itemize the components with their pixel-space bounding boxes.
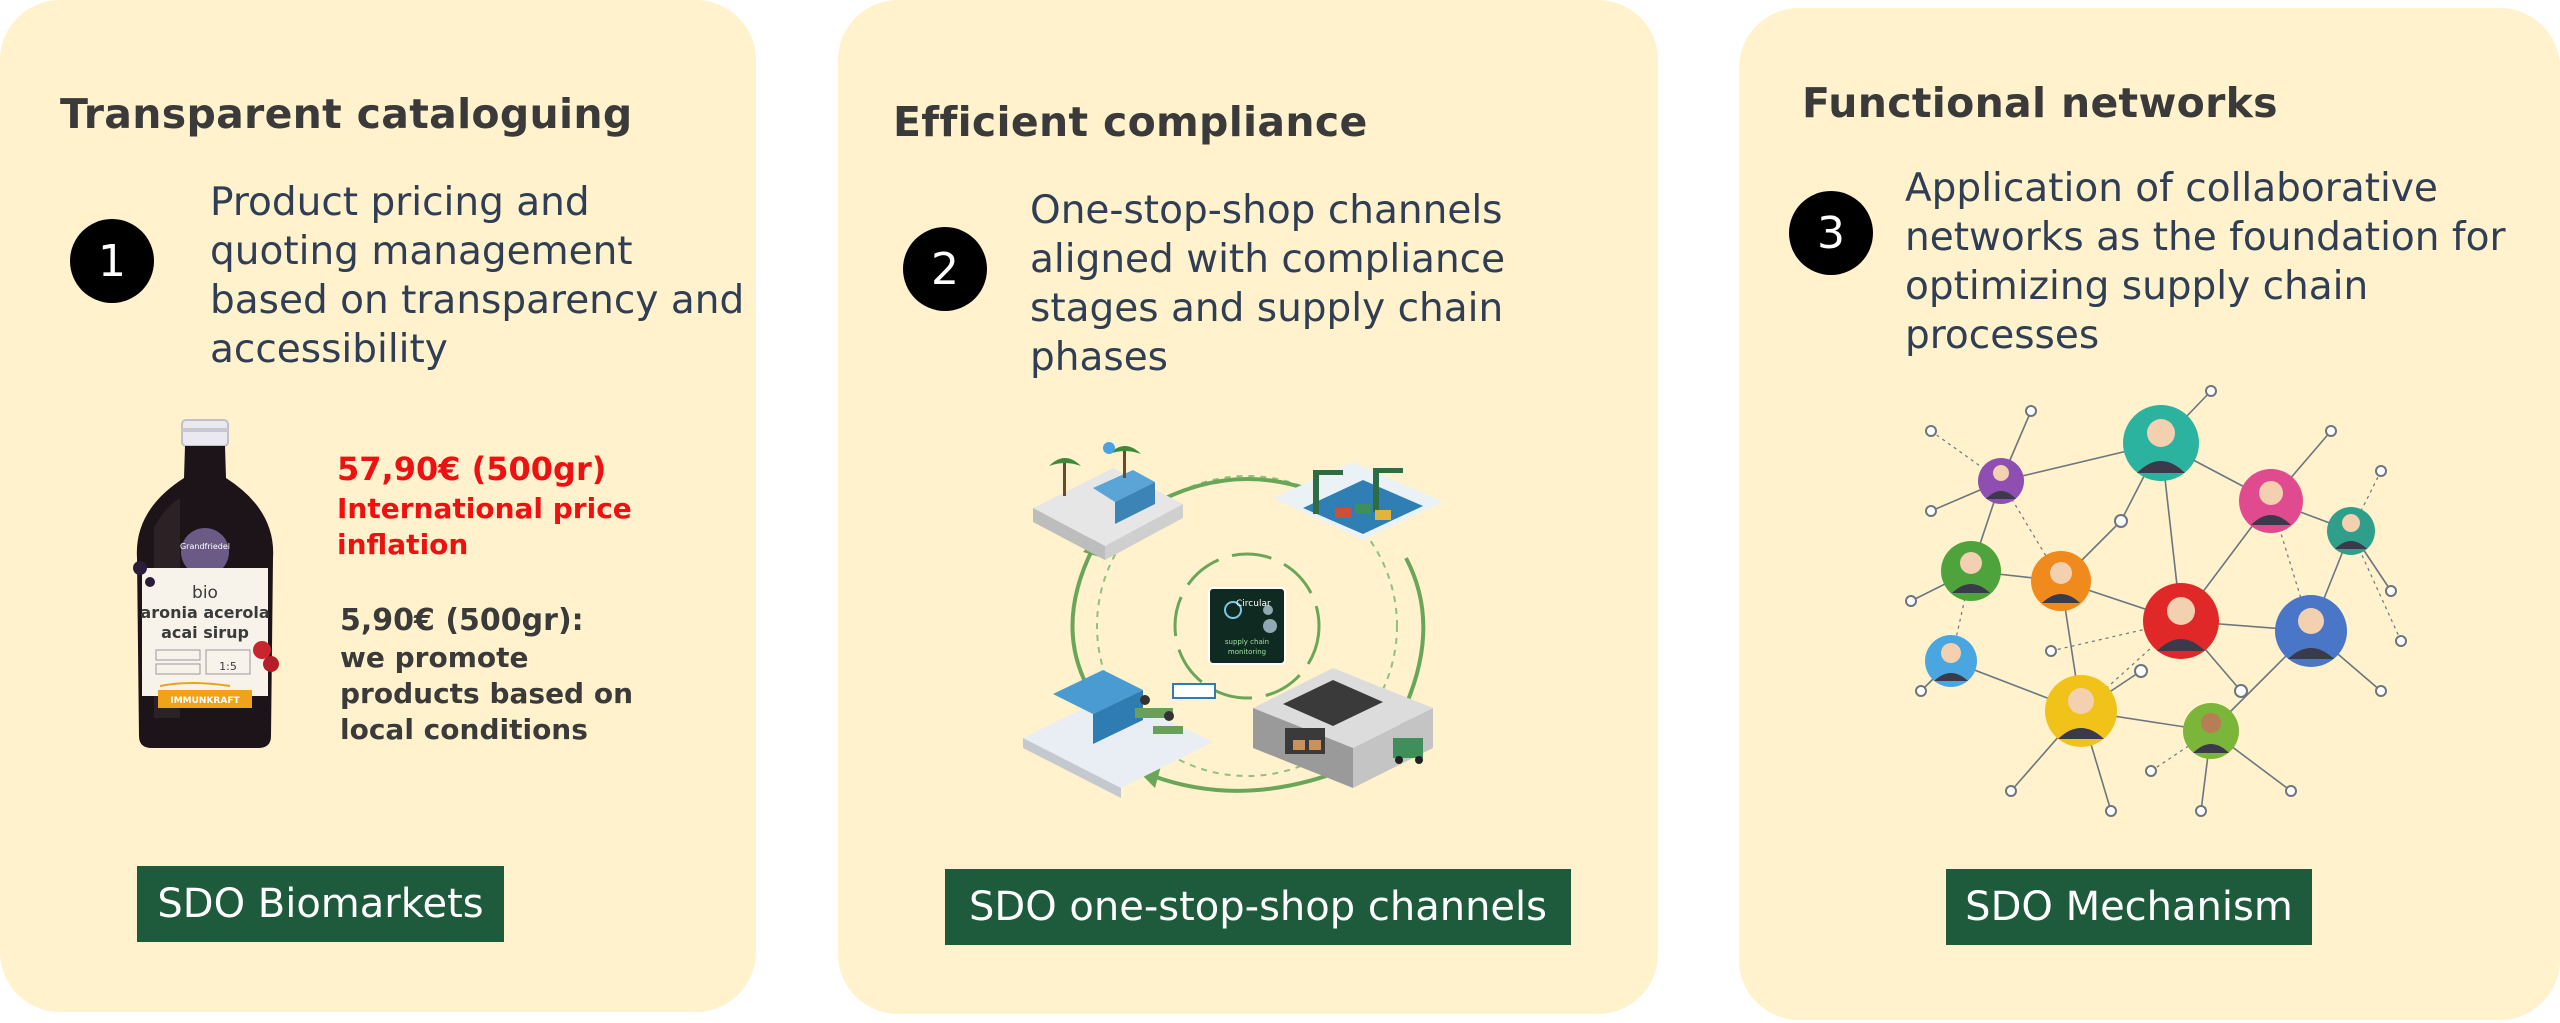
- international-price: 57,90€ (500gr): [337, 450, 607, 488]
- person-node: [2143, 583, 2219, 659]
- sdo-biomarkets-button[interactable]: SDO Biomarkets: [137, 866, 504, 942]
- badge-line1: Circular: [1236, 599, 1271, 609]
- bottle-brand-text: Grandfriedel: [180, 542, 230, 551]
- card-description: One-stop-shop channels aligned with comp…: [1030, 188, 1506, 380]
- bottle-band-text: IMMUNKRAFT: [170, 696, 240, 706]
- bottle-ratio-text: 1:5: [219, 660, 237, 673]
- sdo-mechanism-button[interactable]: SDO Mechanism: [1946, 869, 2312, 945]
- collaborative-network-illustration: [1905, 385, 2407, 817]
- card-description: Product pricing and quoting management b…: [210, 180, 745, 372]
- person-node: [2123, 405, 2199, 481]
- person-node: [2183, 703, 2239, 759]
- syrup-bottle-image: Grandfriedel bio aronia acerola acai sir…: [133, 419, 279, 748]
- bottle-product-line1: aronia acerola: [140, 603, 269, 622]
- supply-chain-cycle-illustration: Circular supply chain monitoring: [1023, 442, 1443, 798]
- person-node: [1978, 458, 2024, 504]
- person-node: [1925, 635, 1977, 687]
- local-price: 5,90€ (500gr):: [340, 603, 584, 638]
- card-transparent-cataloguing: Transparent cataloguing 1 Product pricin…: [0, 0, 756, 1012]
- person-node: [2327, 507, 2375, 555]
- card-title: Transparent cataloguing: [60, 90, 633, 138]
- bottle-bio-text: bio: [192, 583, 218, 603]
- international-price-note: International price inflation: [337, 492, 632, 561]
- person-node: [2239, 469, 2303, 533]
- step-number-badge: 1: [70, 219, 154, 303]
- person-node: [2045, 675, 2117, 747]
- person-node: [2275, 595, 2347, 667]
- sdo-one-stop-shop-channels-button[interactable]: SDO one-stop-shop channels: [945, 869, 1571, 945]
- step-number-badge: 3: [1789, 191, 1873, 275]
- card-title: Efficient compliance: [893, 98, 1368, 146]
- person-node: [1941, 541, 2001, 601]
- card-description: Application of collaborative networks as…: [1905, 166, 2506, 358]
- step-number-badge: 2: [903, 227, 987, 311]
- person-node: [2031, 551, 2091, 611]
- badge-line2: supply chain: [1225, 638, 1269, 646]
- card-functional-networks: Functional networks 3 Application of col…: [1739, 8, 2560, 1020]
- badge-line3: monitoring: [1228, 648, 1266, 656]
- card-title: Functional networks: [1802, 79, 2278, 127]
- card-efficient-compliance: Efficient compliance 2 One-stop-shop cha…: [838, 0, 1658, 1014]
- local-price-note: we promote products based on local condi…: [340, 641, 634, 746]
- bottle-product-line2: acai sirup: [161, 623, 249, 642]
